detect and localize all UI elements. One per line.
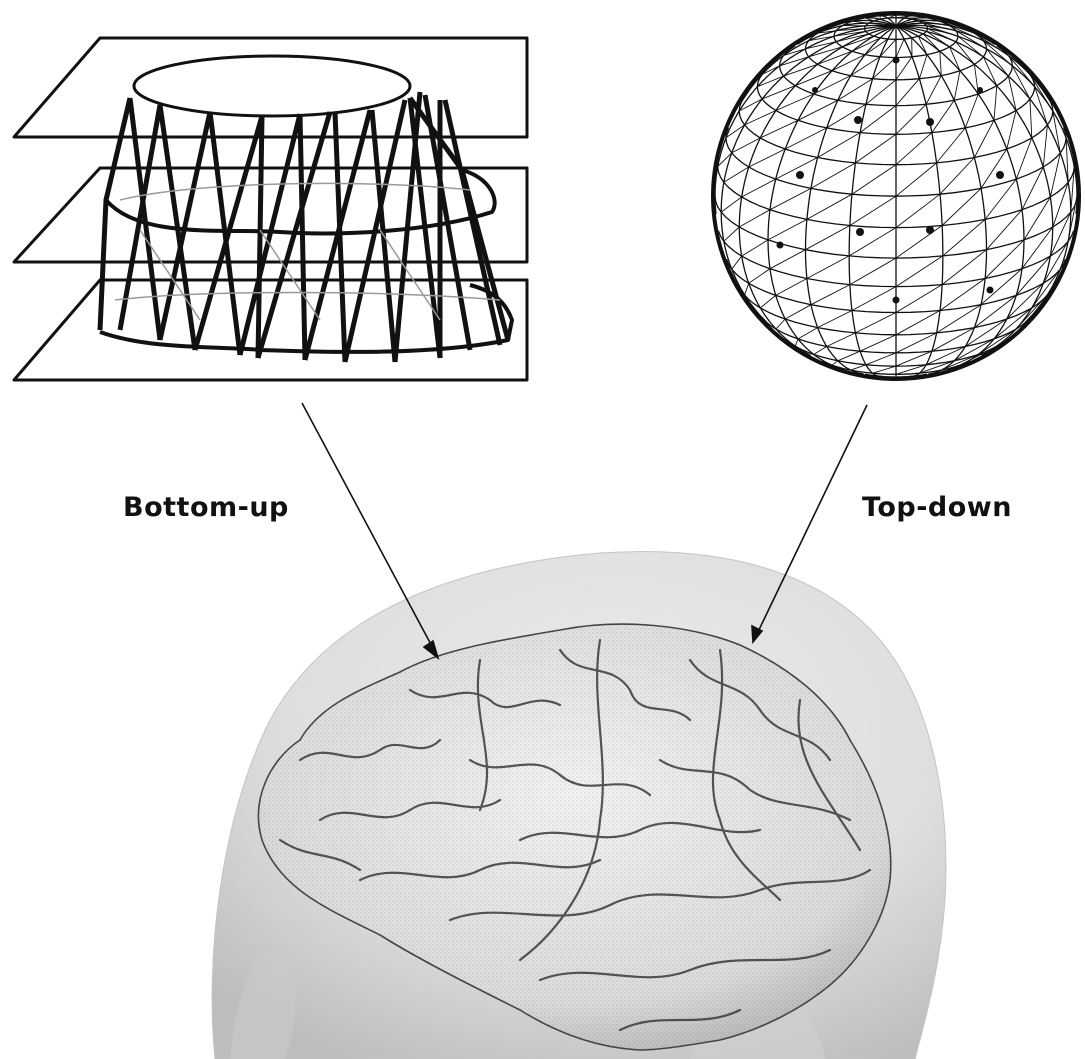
slice-plane-bottom xyxy=(14,280,527,380)
bottom-up-label: Bottom-up xyxy=(123,492,289,523)
head-brain-render xyxy=(212,552,946,1059)
contour-top xyxy=(134,56,410,116)
sphere-wireframe-mesh xyxy=(713,13,1079,379)
top-down-label: Top-down xyxy=(862,492,1012,523)
stacked-contours-mesh xyxy=(14,38,527,380)
